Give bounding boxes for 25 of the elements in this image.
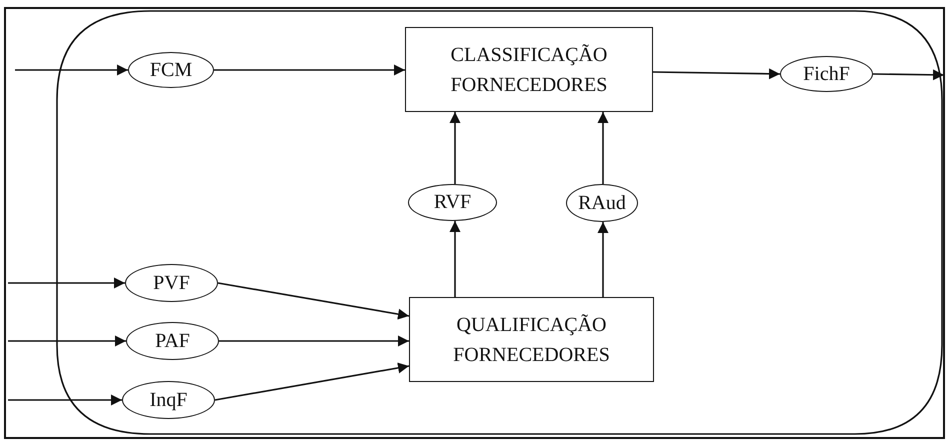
node-label: PVF	[153, 272, 190, 294]
arrow	[450, 112, 460, 184]
node-label: FCM	[150, 58, 192, 82]
arrow	[450, 220, 460, 297]
node-label: RVF	[434, 191, 472, 214]
arrow	[218, 282, 410, 320]
arrow	[652, 68, 780, 80]
node-label: FichF	[803, 62, 850, 86]
arrow	[872, 69, 944, 80]
node-label: InqF	[150, 388, 188, 412]
arrow	[214, 64, 405, 76]
process-box	[409, 297, 654, 382]
arrow	[214, 362, 410, 401]
node-label: QUALIFICAÇÃO FORNECEDORES	[452, 312, 611, 368]
arrow	[598, 222, 608, 297]
process-box	[405, 27, 653, 112]
node-label: PAF	[155, 330, 190, 352]
arrow	[8, 336, 126, 346]
arrow	[219, 336, 409, 346]
arrow	[598, 112, 608, 184]
arrow	[8, 278, 125, 288]
node-label: CLASSIFICAÇÃO FORNECEDORES	[450, 42, 608, 98]
arrow	[8, 394, 122, 406]
node-label: RAud	[578, 192, 626, 214]
arrow	[15, 64, 128, 76]
